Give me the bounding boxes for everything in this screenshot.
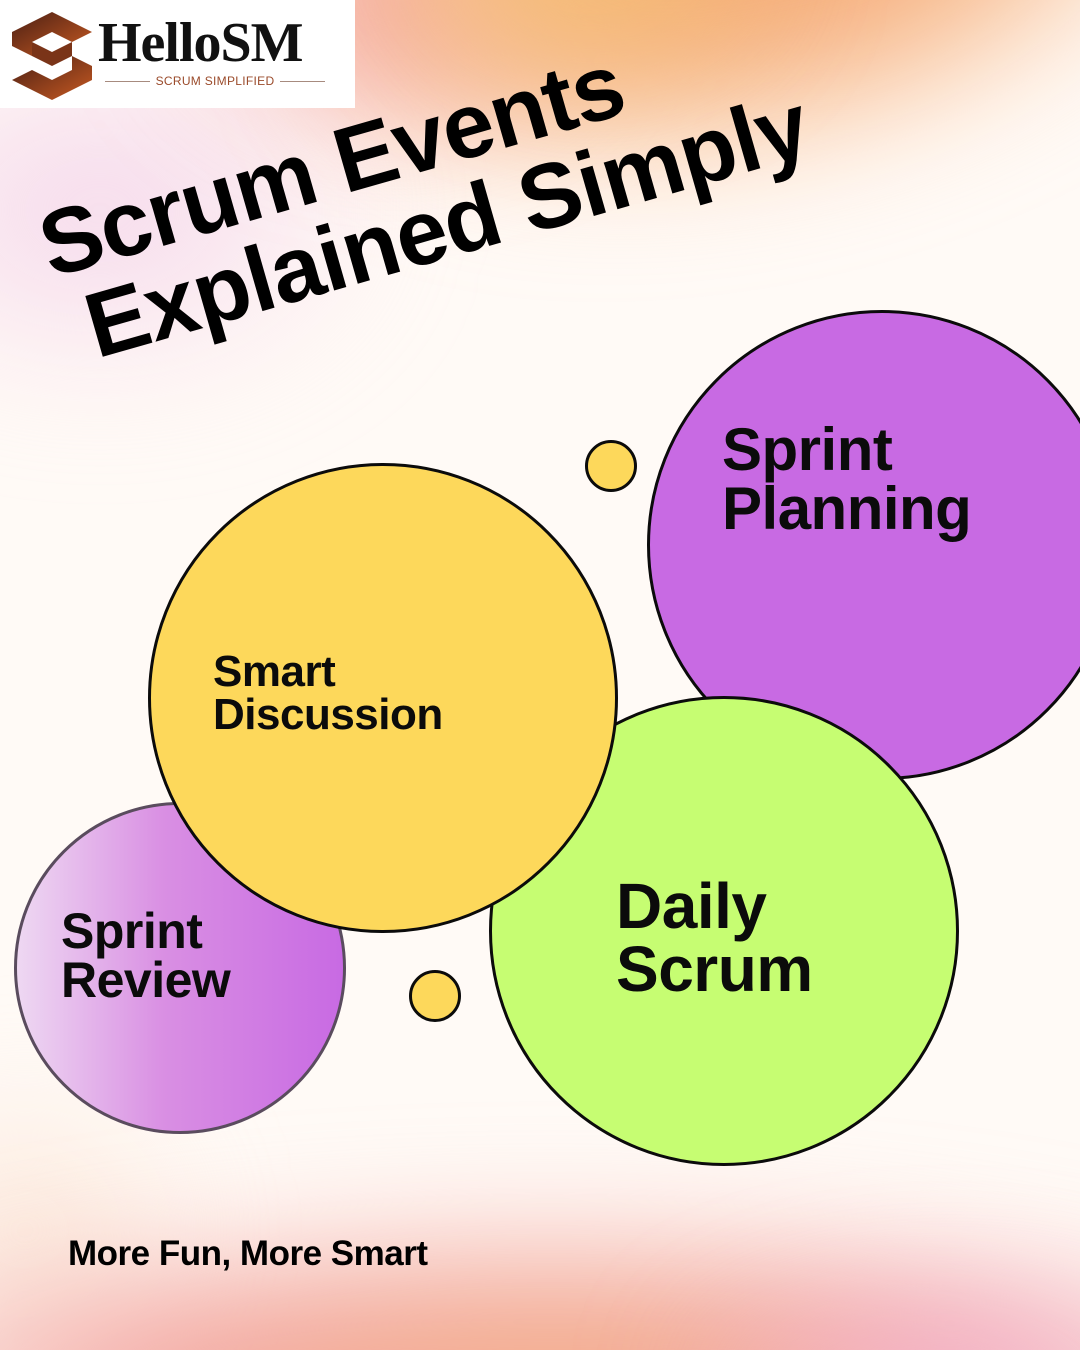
footer-tagline: More Fun, More Smart bbox=[68, 1234, 428, 1273]
logo-tagline: SCRUM SIMPLIFIED bbox=[105, 74, 325, 88]
label-line-2: Scrum bbox=[616, 932, 813, 1005]
label-line-2: Discussion bbox=[213, 690, 443, 740]
sprint-review-label: Sprint Review bbox=[61, 906, 231, 1008]
hellosm-logo-icon bbox=[12, 12, 92, 100]
logo-wordmark: HelloSM bbox=[98, 12, 304, 74]
label-line-1: Daily bbox=[616, 870, 767, 942]
smart-discussion-label: Smart Discussion bbox=[213, 647, 443, 740]
daily-scrum-label: Daily Scrum bbox=[616, 874, 813, 1001]
label-line-2: Planning bbox=[722, 474, 972, 542]
smart-discussion-circle: Smart Discussion bbox=[148, 463, 618, 933]
label-line-2: Review bbox=[61, 952, 231, 1008]
label-line-1: Sprint bbox=[722, 416, 893, 483]
brand-logo: HelloSM SCRUM SIMPLIFIED bbox=[0, 0, 355, 108]
logo-tagline-text: SCRUM SIMPLIFIED bbox=[155, 74, 275, 88]
sprint-planning-circle: Sprint Planning bbox=[647, 310, 1080, 780]
decor-dot bbox=[409, 970, 461, 1022]
label-line-1: Smart bbox=[213, 647, 336, 696]
label-line-1: Sprint bbox=[61, 903, 203, 959]
sprint-planning-label: Sprint Planning bbox=[722, 420, 972, 542]
decor-dot bbox=[585, 440, 637, 492]
